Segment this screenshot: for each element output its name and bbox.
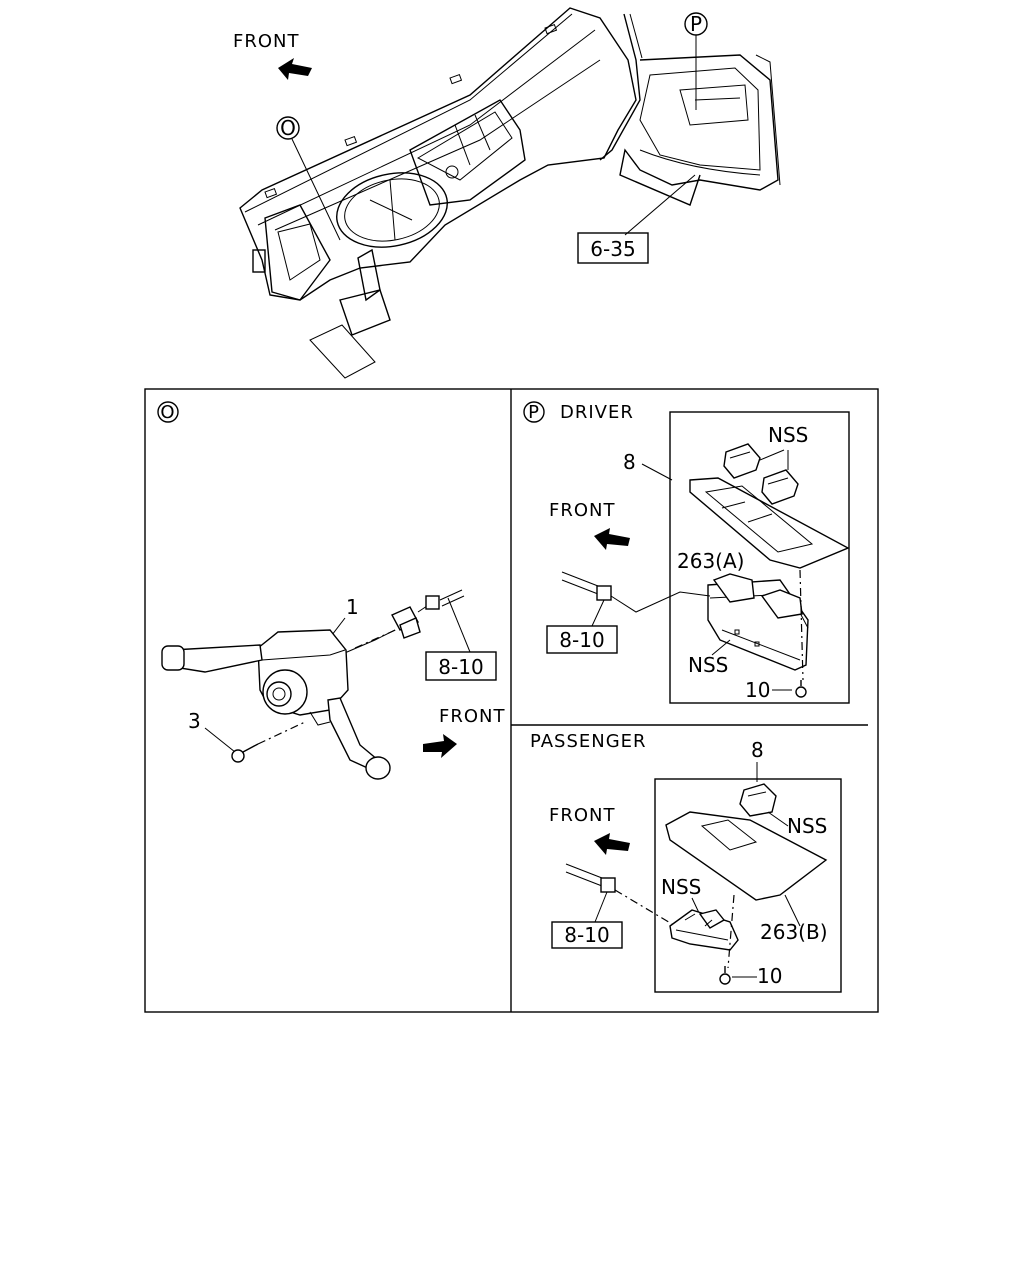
panel-o-marker-letter: O (160, 402, 175, 423)
panel-o-marker (157, 401, 179, 423)
passenger-part-10: 10 (757, 964, 782, 988)
front-arrow-icon (594, 528, 630, 550)
passenger-front-label: FRONT (549, 805, 616, 826)
driver-switch-knob (761, 469, 799, 505)
callout-o-letter: O (280, 116, 296, 140)
driver-bezel-263a (689, 477, 850, 569)
screw-icon (231, 743, 259, 763)
passenger-inset-box (654, 778, 842, 993)
passenger-title: PASSENGER (530, 731, 647, 752)
passenger-bezel-263b (665, 811, 828, 901)
driver-inset-box (669, 411, 850, 704)
front-arrow-icon (278, 58, 312, 80)
panel-p-marker-letter: P (528, 402, 540, 423)
passenger-ref-box-8-10 (551, 921, 623, 949)
ref-box-6-35 (577, 232, 649, 264)
driver-ref-box-8-10 (546, 625, 618, 654)
panel-p-marker (523, 401, 545, 423)
panel-o-front-label: FRONT (439, 706, 506, 727)
steering-wheel (336, 172, 448, 248)
panel-o-ref-8-10: 8-10 (438, 655, 483, 679)
front-arrow-icon (423, 734, 457, 758)
driver-window-switch (707, 573, 809, 671)
ref-6-35-label: 6-35 (590, 237, 635, 261)
driver-nss-top: NSS (768, 423, 808, 447)
panel-o-ref-box-8-10 (425, 651, 497, 681)
passenger-part-8: 8 (751, 738, 764, 762)
part-3-label: 3 (188, 709, 201, 733)
driver-title: DRIVER (560, 402, 634, 423)
driver-front-label: FRONT (549, 500, 616, 521)
front-arrow-icon (594, 833, 630, 855)
passenger-nss-left: NSS (661, 875, 701, 899)
driver-part-263a: 263(A) (677, 549, 744, 573)
callout-o (276, 116, 300, 140)
passenger-switch-knob (739, 783, 777, 817)
driver-ref-8-10: 8-10 (559, 628, 604, 652)
driver-switch-knob (723, 443, 761, 479)
door-panel (619, 54, 779, 206)
overview-front-label: FRONT (233, 31, 300, 52)
panel-p-passenger: PASSENGER 8 NSS 263(B) FRONT NSS (530, 731, 842, 993)
callout-p-letter: P (690, 12, 702, 36)
dashboard-overview: FRONT (233, 7, 781, 379)
screw-icon (719, 966, 731, 985)
part-1-label: 1 (346, 595, 359, 619)
combination-switch (161, 629, 391, 780)
screw-icon (795, 680, 807, 698)
passenger-nss-right: NSS (787, 814, 827, 838)
passenger-ref-8-10: 8-10 (564, 923, 609, 947)
driver-part-10: 10 (745, 678, 770, 702)
passenger-part-263b: 263(B) (760, 920, 828, 944)
connector-icon (391, 606, 421, 639)
driver-nss-bottom: NSS (688, 653, 728, 677)
passenger-window-switch (669, 909, 739, 951)
panel-p-driver: P DRIVER 8 NSS 263(A) FRONT NS (523, 401, 850, 704)
driver-part-8: 8 (623, 450, 636, 474)
panel-o-combination-switch: O 1 8-10 (157, 401, 506, 780)
